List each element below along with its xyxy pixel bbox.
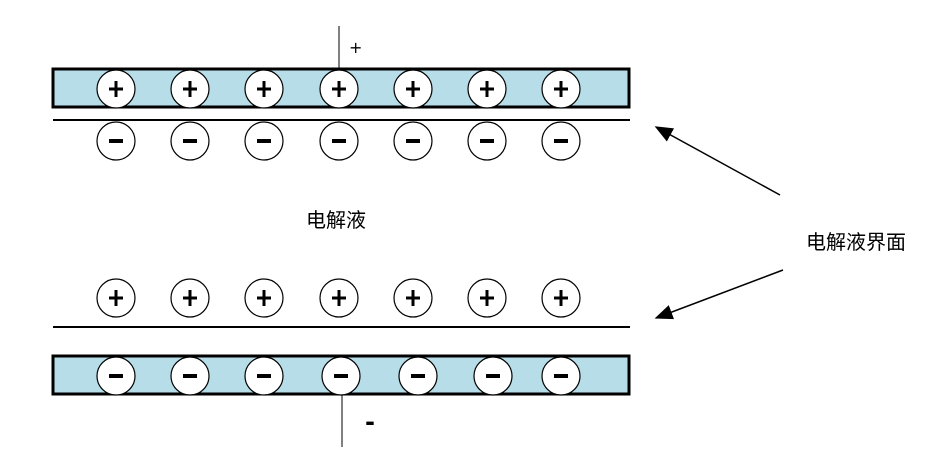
interface-label: 电解液界面 [806, 230, 906, 254]
arrow-to-bottom-interface [654, 269, 784, 320]
electrolyte-label: 电解液 [306, 208, 366, 232]
negative-terminal-label: - [365, 408, 375, 436]
arrow-to-top-interface [654, 126, 781, 196]
positive-terminal-label: + [349, 38, 363, 57]
